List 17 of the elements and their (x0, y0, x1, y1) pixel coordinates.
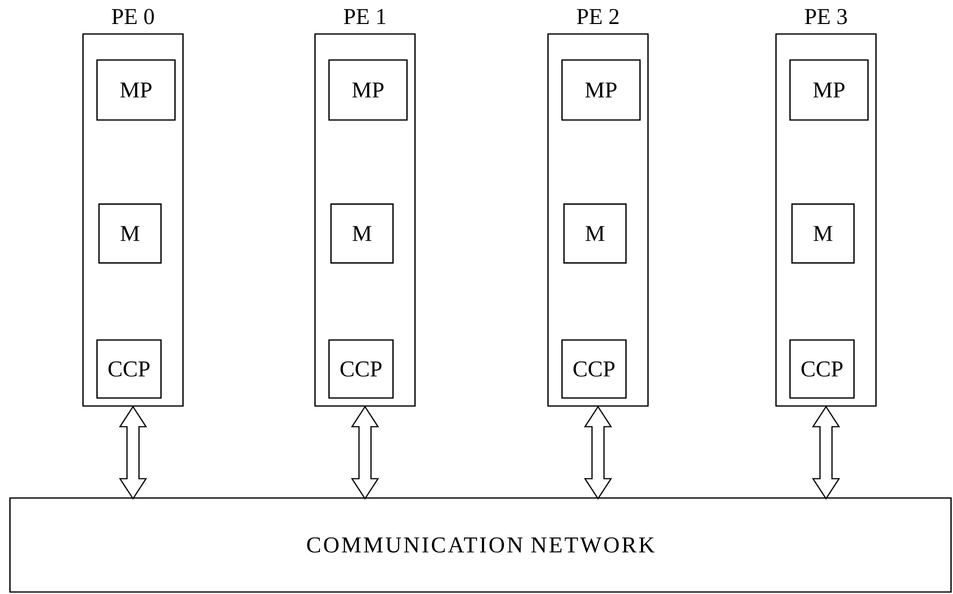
component-box: MP (96, 59, 176, 121)
box-heading: PE 3 (804, 9, 847, 24)
component-box: M (791, 203, 855, 264)
component-box: MP (561, 59, 641, 121)
component-box: CCP (96, 339, 162, 399)
component-box: M (98, 203, 162, 264)
component-box: CCP (789, 339, 855, 399)
component-box: CCP (561, 339, 627, 399)
box-heading: PE 0 (112, 8, 154, 24)
box-heading: PE 1 (344, 9, 386, 24)
component-box: CCP (328, 339, 394, 399)
box-heading: PE 2 (576, 9, 618, 24)
network-box: COMMUNICATION NETWORK (9, 497, 952, 593)
component-box: M (563, 203, 627, 264)
component-box: M (330, 203, 394, 264)
component-box: MP (789, 59, 869, 121)
component-box: MP (328, 59, 408, 121)
